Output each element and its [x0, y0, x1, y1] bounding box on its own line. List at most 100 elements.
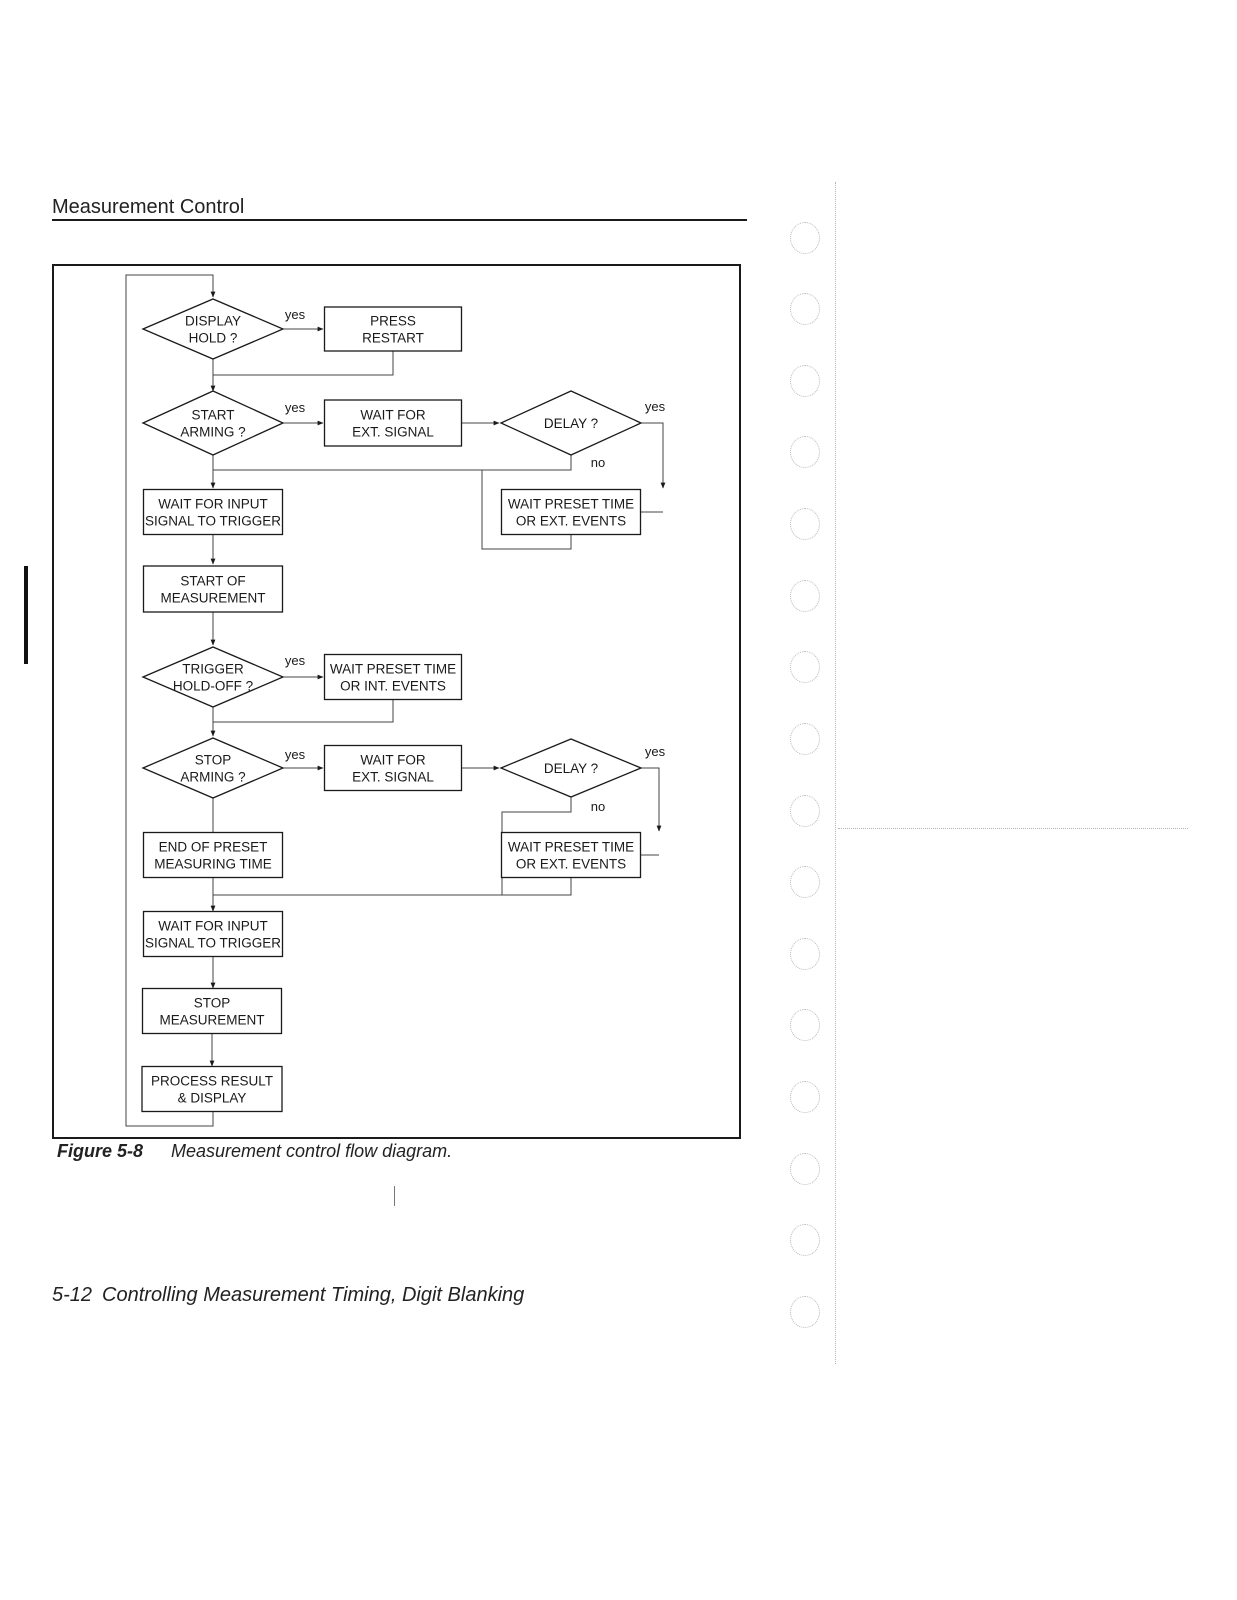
decision-start-arming-line-2: ARMING ?	[180, 425, 245, 440]
footer-page-number: 5-12	[52, 1284, 93, 1306]
edge-label-yes: yes	[285, 307, 306, 322]
process-box-start-measurement-line-1: START OF	[180, 574, 245, 589]
process-box-wait-ext-signal-2-line-1: WAIT FOR	[360, 753, 425, 768]
decision-trigger-holdoff-line-1: TRIGGER	[182, 662, 244, 677]
side-rule	[838, 828, 1188, 829]
process-box-end-preset-time-line-2: MEASURING TIME	[154, 857, 272, 872]
punch-hole	[790, 293, 820, 325]
decision-delay-2-shape	[499, 738, 643, 798]
process-box-press-restart-line-1: PRESS	[370, 314, 416, 329]
figure-frame	[52, 264, 741, 1139]
punch-hole	[790, 1009, 820, 1041]
punch-hole	[790, 1153, 820, 1185]
process-box-wait-ext-signal-1-line-1: WAIT FOR	[360, 408, 425, 423]
process-box-wait-preset-ext-2-line-2: OR EXT. EVENTS	[516, 857, 626, 872]
decision-start-arming-line-1: START	[191, 408, 234, 423]
edge-label-yes: yes	[645, 399, 666, 414]
process-box-wait-input-signal-1-line-2: SIGNAL TO TRIGGER	[145, 514, 281, 529]
process-box-wait-input-signal-2-shape	[142, 910, 284, 958]
punch-hole	[790, 723, 820, 755]
process-box-press-restart-shape	[323, 306, 463, 352]
process-box-wait-preset-int: WAIT PRESET TIME OR INT. EVENTS	[323, 653, 463, 701]
edge-label-no: no	[591, 799, 605, 814]
process-box-end-preset-time-shape	[142, 831, 284, 879]
process-box-process-result: PROCESS RESULT & DISPLAY	[141, 1065, 283, 1113]
process-box-wait-ext-signal-1-shape	[323, 399, 463, 447]
connector-delay-1-yes	[641, 422, 666, 489]
edge-label-yes: yes	[645, 744, 666, 759]
process-box-wait-input-signal-1-shape	[142, 488, 284, 536]
process-box-wait-ext-signal-1-line-2: EXT. SIGNAL	[352, 425, 434, 440]
edge-label-yes: yes	[285, 653, 306, 668]
process-box-wait-preset-int-line-1: WAIT PRESET TIME	[330, 662, 456, 677]
process-box-wait-preset-ext-2-shape	[500, 831, 642, 879]
process-box-wait-preset-ext-1-line-1: WAIT PRESET TIME	[508, 497, 634, 512]
process-box-wait-ext-signal-1: WAIT FOR EXT. SIGNAL	[323, 399, 463, 447]
figure-caption-text: Measurement control flow diagram.	[171, 1141, 453, 1161]
edge-label-yes: yes	[285, 400, 306, 415]
decision-delay-1-line-1: DELAY ?	[544, 416, 598, 431]
stray-tick-mark	[394, 1186, 395, 1206]
decision-delay-1-shape	[499, 390, 643, 456]
process-box-process-result-line-2: & DISPLAY	[178, 1091, 247, 1106]
punch-hole	[790, 508, 820, 540]
process-box-wait-preset-int-shape	[323, 653, 463, 701]
process-box-wait-preset-ext-2-line-1: WAIT PRESET TIME	[508, 840, 634, 855]
decision-trigger-holdoff-line-2: HOLD-OFF ?	[173, 679, 253, 694]
edge-label-yes: yes	[285, 747, 306, 762]
process-box-wait-preset-int-line-2: OR INT. EVENTS	[340, 679, 446, 694]
process-box-stop-measurement-line-1: STOP	[194, 996, 231, 1011]
flow-edge-labels: yes yes yes no yes yes yes no	[285, 307, 666, 814]
connector-wait-2-return	[213, 878, 572, 896]
decision-display-hold-shape	[141, 298, 285, 360]
connector-restart-return	[213, 351, 394, 376]
process-box-wait-ext-signal-2-line-2: EXT. SIGNAL	[352, 770, 434, 785]
punch-hole	[790, 938, 820, 970]
decision-stop-arming-shape	[141, 737, 285, 799]
process-box-wait-ext-signal-2: WAIT FOR EXT. SIGNAL	[323, 744, 463, 792]
process-box-wait-input-signal-2-line-2: SIGNAL TO TRIGGER	[145, 936, 281, 951]
loop-back-connector	[125, 274, 216, 1127]
punch-hole	[790, 580, 820, 612]
process-box-wait-ext-signal-2-shape	[323, 744, 463, 792]
punch-hole	[790, 222, 820, 254]
change-bar	[24, 566, 28, 664]
punch-hole	[790, 436, 820, 468]
process-box-stop-measurement-shape	[141, 987, 283, 1035]
punch-hole	[790, 1224, 820, 1256]
decision-display-hold-line-2: HOLD ?	[189, 331, 238, 346]
decision-delay-2: DELAY ?	[499, 738, 643, 798]
edge-label-no: no	[591, 455, 605, 470]
decision-display-hold-line-1: DISPLAY	[185, 314, 241, 329]
process-box-wait-preset-ext-1-shape	[500, 488, 642, 536]
punch-hole	[790, 866, 820, 898]
process-box-wait-preset-ext-2: WAIT PRESET TIME OR EXT. EVENTS	[500, 831, 642, 879]
process-box-process-result-line-1: PROCESS RESULT	[151, 1074, 273, 1089]
header-rule	[52, 219, 747, 221]
process-box-end-preset-time: END OF PRESET MEASURING TIME	[142, 831, 284, 879]
decision-trigger-holdoff: TRIGGER HOLD-OFF ?	[141, 646, 285, 708]
decision-delay-1: DELAY ?	[499, 390, 643, 456]
decision-delay-2-line-1: DELAY ?	[544, 761, 598, 776]
process-box-end-preset-time-line-1: END OF PRESET	[159, 840, 268, 855]
page-header-title: Measurement Control	[52, 196, 245, 218]
punch-hole	[790, 1081, 820, 1113]
connector-holdoff-return	[213, 700, 394, 723]
process-box-press-restart-line-2: RESTART	[362, 331, 424, 346]
process-box-wait-input-signal-1: WAIT FOR INPUT SIGNAL TO TRIGGER	[142, 488, 284, 536]
connector-wait-1-return	[481, 470, 572, 550]
punch-hole	[790, 1296, 820, 1328]
decision-stop-arming-line-1: STOP	[195, 753, 232, 768]
decision-display-hold: DISPLAY HOLD ?	[141, 298, 285, 360]
binding-margin-line	[835, 182, 836, 1364]
process-box-stop-measurement-line-2: MEASUREMENT	[159, 1013, 264, 1028]
process-box-process-result-shape	[141, 1065, 283, 1113]
process-box-wait-input-signal-1-line-1: WAIT FOR INPUT	[158, 497, 268, 512]
connector-delay-1-no	[213, 455, 572, 471]
